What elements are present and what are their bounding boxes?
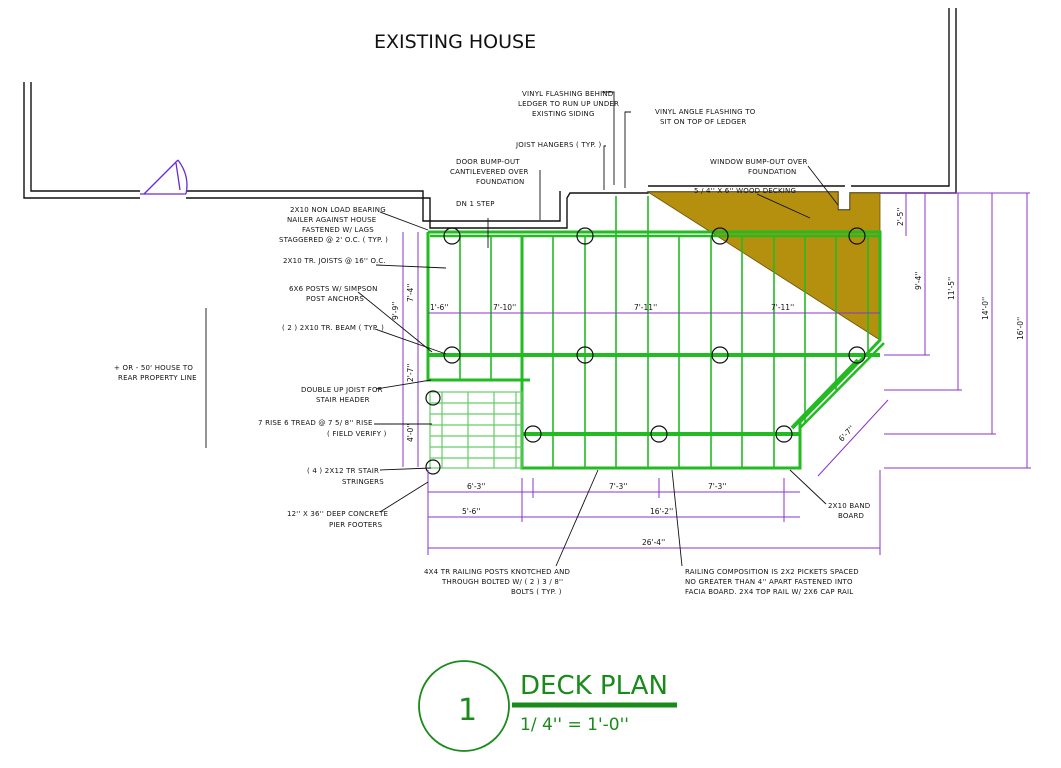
note-stringers-2: STRINGERS [342,478,384,486]
note-stair-rise-1: 7 RISE 6 TREAD @ 7 5/ 8'' RISE [258,419,373,427]
dim-top-2: 7'-10'' [493,303,516,312]
note-railing-posts-1: 4X4 TR RAILING POSTS KNOTCHED AND [424,568,570,576]
callout-notes: VINYL FLASHING BEHIND LEDGER TO RUN UP U… [114,90,870,596]
dim-angled: 6'-7'' [837,424,856,444]
note-band-board-1: 2X10 BAND [828,502,870,510]
dim-overall-width: 26'-4'' [642,538,665,547]
note-posts-1: 6X6 POSTS W/ SIMPSON [289,285,378,293]
dim-right-3: 11'-5'' [947,277,956,300]
dim-bottom-3: 7'-3'' [708,482,726,491]
note-window-bumpout-2: FOUNDATION [748,168,797,176]
dim-bottom-4: 5'-6'' [462,507,480,516]
note-door-bumpout-3: FOUNDATION [476,178,525,186]
dim-right-2: 9'-4'' [914,272,923,290]
leader-lines [205,91,839,567]
note-footings-1: 12'' X 36'' DEEP CONCRETE [287,510,388,518]
existing-house-label: EXISTING HOUSE [374,31,536,53]
deck-framing [426,196,885,470]
dim-bottom-5: 16'-2'' [650,507,673,516]
note-step: DN 1 STEP [456,200,495,208]
note-joist-hangers: JOIST HANGERS ( TYP. ) [515,141,602,149]
note-angle-flashing-2: SIT ON TOP OF LEDGER [660,118,746,126]
note-railing-posts-3: BOLTS ( TYP. ) [511,588,562,596]
door-swing-symbol [140,159,188,195]
note-decking: 5 / 4'' X 6'' WOOD DECKING [694,187,796,195]
dim-left-3: 2'-7'' [406,364,415,382]
note-ledger-2: NAILER AGAINST HOUSE [287,216,376,224]
note-angle-flashing-1: VINYL ANGLE FLASHING TO [655,108,756,116]
dim-left-2: 7'-4'' [406,284,415,302]
dim-bottom-2: 7'-3'' [609,482,627,491]
dim-top-3: 7'-11'' [634,303,657,312]
drawing-scale: 1/ 4'' = 1'-0'' [520,715,629,735]
post-footings [425,227,866,475]
note-railing-posts-2: THROUGH BOLTED W/ ( 2 ) 3 / 8'' [441,578,563,586]
note-door-bumpout-2: CANTILEVERED OVER [450,168,529,176]
note-ledger-flashing-2: LEDGER TO RUN UP UNDER [518,100,619,108]
note-property-2: REAR PROPERTY LINE [118,374,197,382]
note-ledger-3: FASTENED W/ LAGS [302,226,374,234]
note-beam: ( 2 ) 2X10 TR. BEAM ( TYP. ) [282,324,384,332]
note-stair-rise-2: ( FIELD VERIFY ) [327,430,387,438]
note-footings-2: PIER FOOTERS [329,521,383,529]
drawing-number-circle [418,660,510,752]
dim-left-1: 9'-9'' [391,302,400,320]
note-railing-comp-1: RAILING COMPOSITION IS 2X2 PICKETS SPACE… [685,568,859,576]
note-ledger-flashing-3: EXISTING SIDING [532,110,595,118]
wood-decking-area [646,191,881,341]
note-ledger-flashing-1: VINYL FLASHING BEHIND [522,90,613,98]
dim-top-4: 7'-11'' [771,303,794,312]
note-posts-2: POST ANCHORS [306,295,364,303]
dim-left-4: 4'-0'' [406,424,415,442]
dimension-labels: 1'-6'' 7'-10'' 7'-11'' 7'-11'' 6'-3'' 7'… [391,208,1025,547]
note-double-joist-2: STAIR HEADER [316,396,370,404]
note-door-bumpout-1: DOOR BUMP-OUT [456,158,520,166]
note-joists: 2X10 TR. JOISTS @ 16'' O.C. [283,257,386,265]
dim-bottom-1: 6'-3'' [467,482,485,491]
note-band-board-2: BOARD [838,512,864,520]
drawing-name: DECK PLAN [520,671,668,701]
note-ledger-4: STAGGERED @ 2' O.C. ( TYP. ) [279,236,388,244]
note-double-joist-1: DOUBLE UP JOIST FOR [301,386,383,394]
dim-right-1: 2'-5'' [896,208,905,226]
drawing-number: 1 [458,693,477,728]
note-railing-comp-3: FACIA BOARD. 2X4 TOP RAIL W/ 2X6 CAP RAI… [685,588,853,596]
note-ledger-1: 2X10 NON LOAD BEARING [290,206,386,214]
dim-right-5: 16'-0'' [1016,317,1025,340]
dim-top-1: 1'-6'' [430,303,448,312]
note-window-bumpout-1: WINDOW BUMP-OUT OVER [710,158,808,166]
dim-right-4: 14'-0'' [981,297,990,320]
drawing-title-block: 1 DECK PLAN 1/ 4'' = 1'-0'' [418,660,677,752]
note-property-1: + OR - 50' HOUSE TO [114,364,193,372]
dimension-lines [402,192,1031,555]
note-railing-comp-2: NO GREATER THAN 4'' APART FASTENED INTO [685,578,853,586]
note-stringers-1: ( 4 ) 2X12 TR STAIR [307,467,379,475]
